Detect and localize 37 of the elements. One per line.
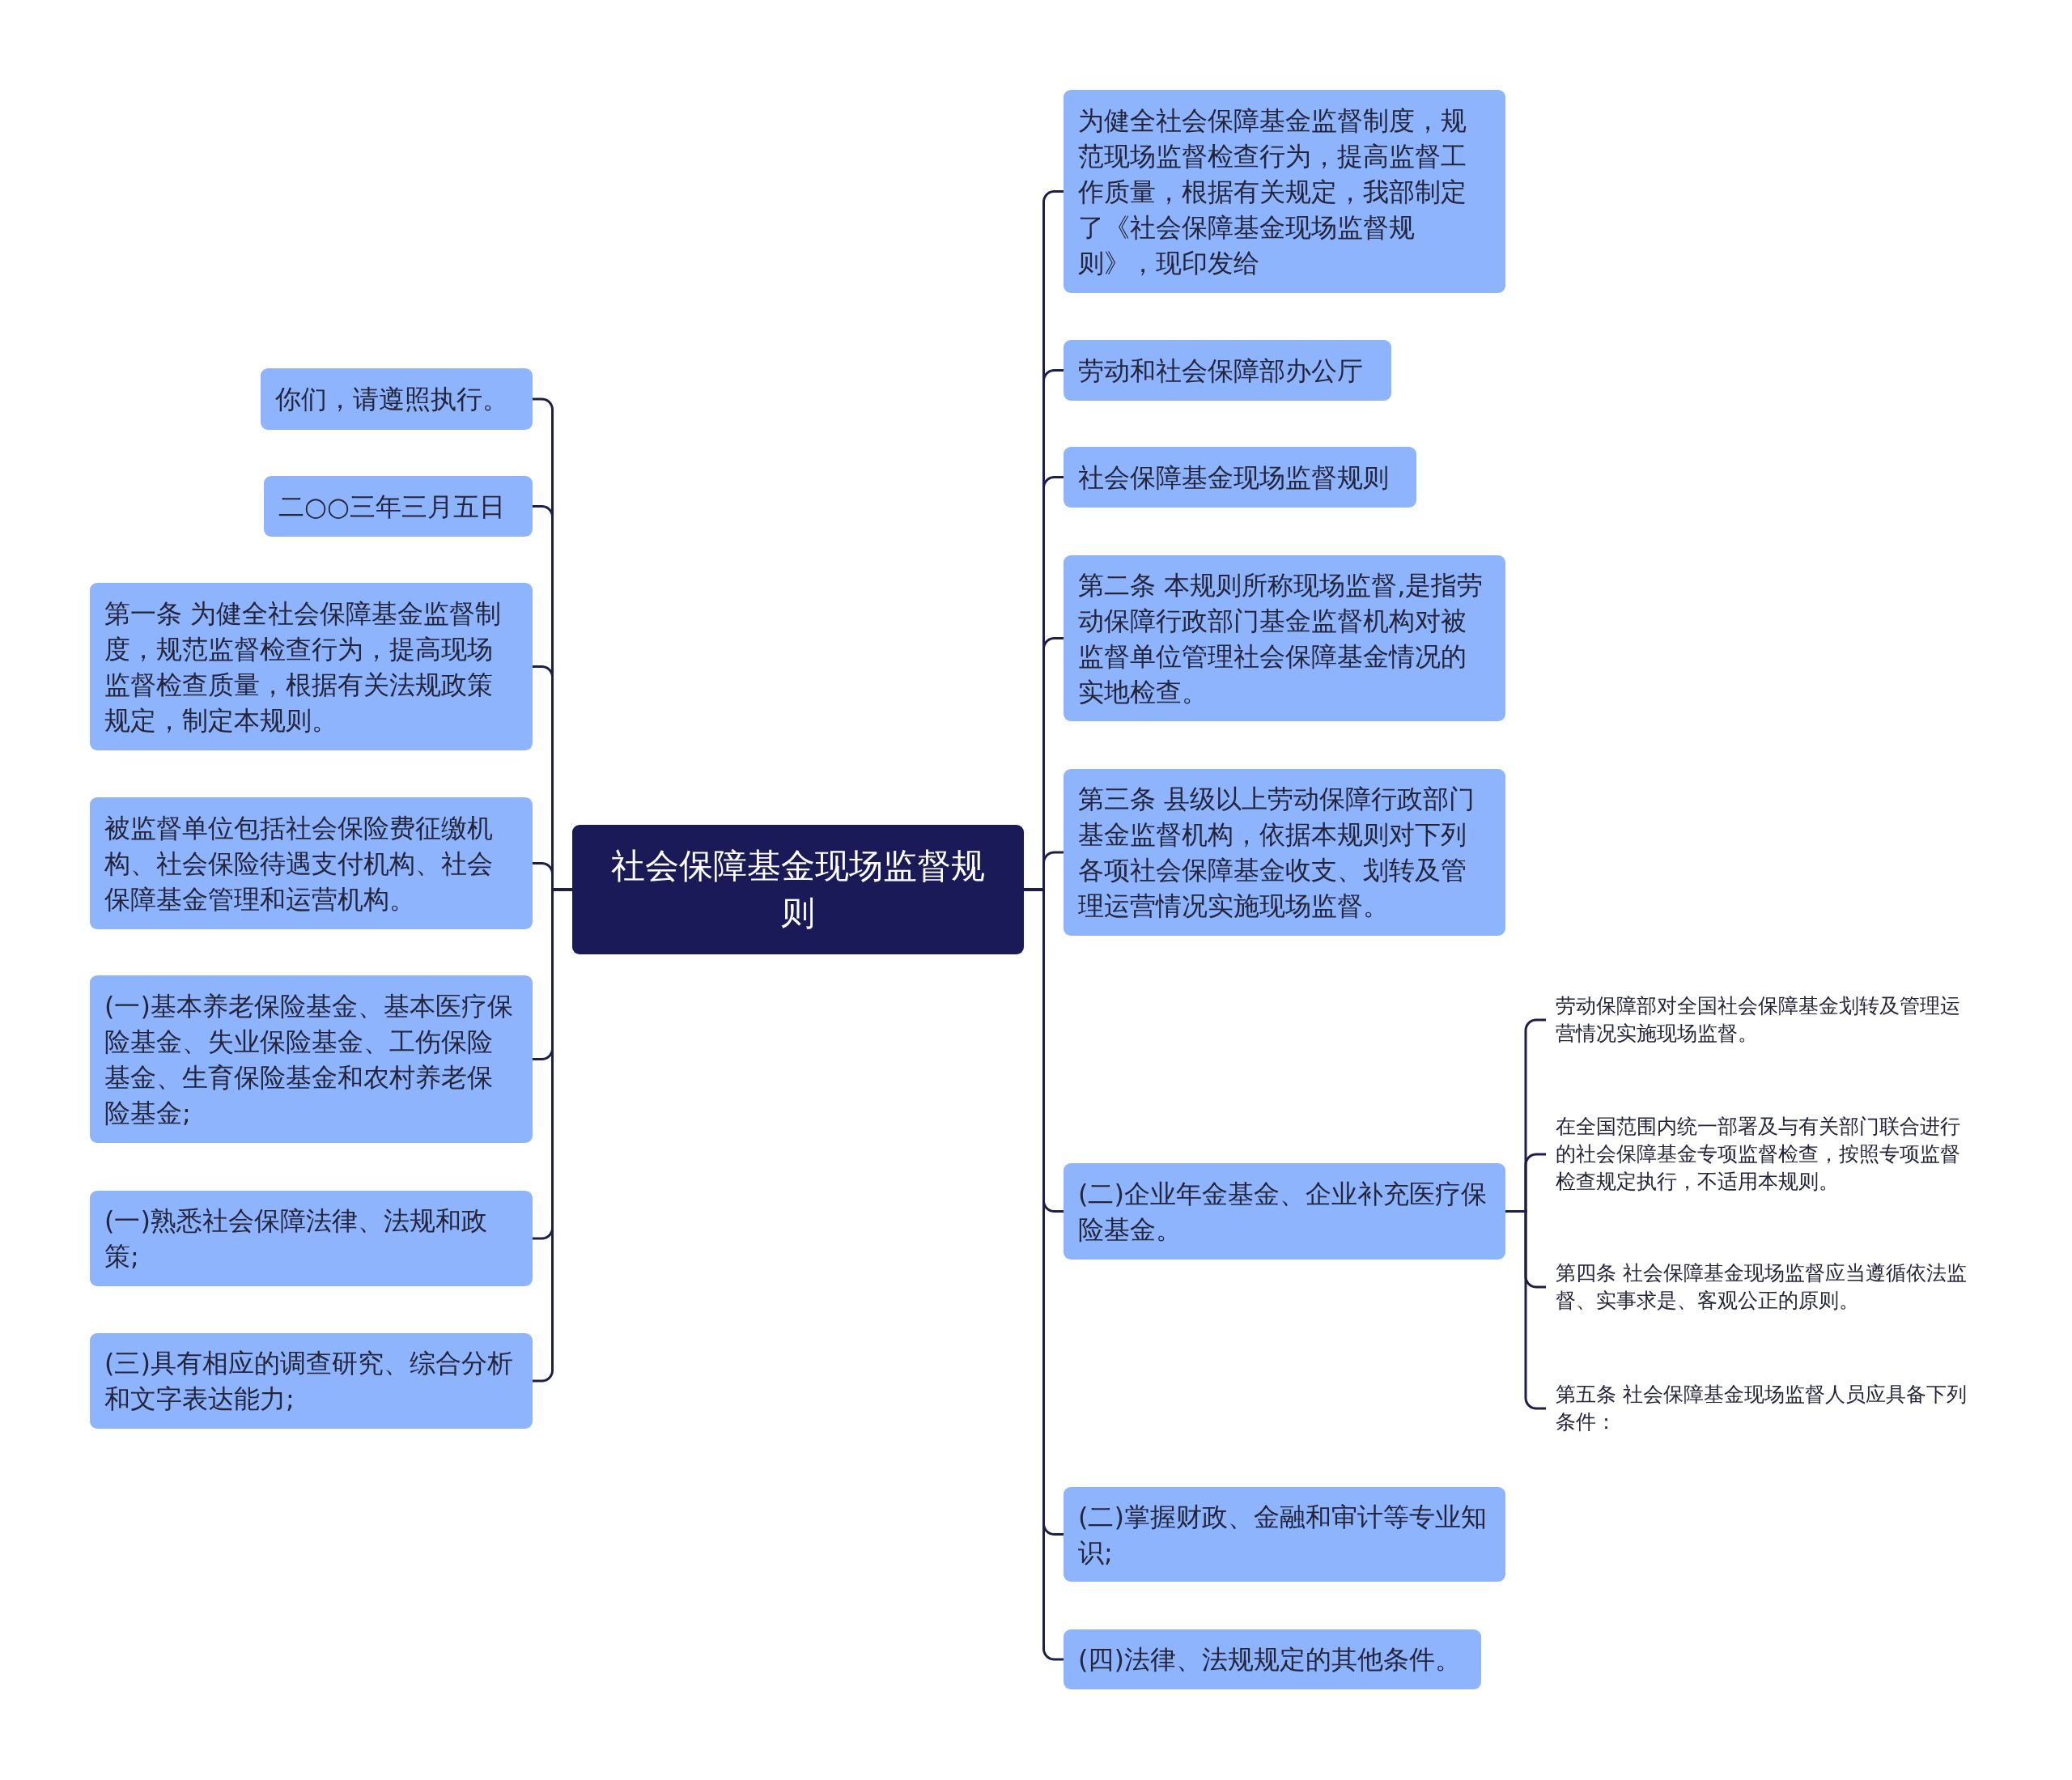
topic-box	[90, 1333, 533, 1429]
topic-box	[1064, 340, 1391, 401]
topic-text: (四)法律、法规规定的其他条件。	[1078, 1643, 1462, 1676]
subtopic-text: 在全国范围内统一部署及与有关部门联合进行的社会保障基金专项监督检查，按照专项监督检查规定执行，不适用本规则。	[1546, 1113, 1978, 1196]
topic-box	[90, 975, 533, 1143]
topic-box	[261, 368, 533, 430]
central-topic-text: 社会保障基金现场监督规则	[610, 845, 986, 934]
subtopic-text: 第五条 社会保障基金现场监督人员应具备下列条件：	[1546, 1381, 1978, 1436]
topic-box	[1064, 1629, 1481, 1689]
topic-text: (一)基本养老保险基金、基本医疗保险基金、失业保险基金、工伤保险基金、生育保险基金和农村养老保险基金;	[104, 989, 514, 1130]
topic-text: 为健全社会保障基金监督制度，规范现场监督检查行为，提高监督工作质量，根据有关规定，我部制定了《社会保障基金现场监督规则》，现印发给	[1078, 104, 1467, 280]
topic-text: (三)具有相应的调查研究、综合分析和文字表达能力;	[104, 1347, 514, 1416]
subtopic-text: 劳动保障部对全国社会保障基金划转及管理运营情况实施现场监督。	[1546, 992, 1978, 1047]
topic-box	[264, 476, 533, 537]
topic-text: 第二条 本规则所称现场监督,是指劳动保障行政部门基金监督机构对被监督单位管理社会保障基金情况的实地检查。	[1078, 568, 1484, 709]
topic-text: 第三条 县级以上劳动保障行政部门基金监督机构，依据本规则对下列各项社会保障基金收支、划转及管理运营情况实施现场监督。	[1078, 783, 1476, 923]
topic-box	[1064, 1163, 1505, 1260]
topic-box	[1064, 769, 1505, 936]
subtopic-text: 第四条 社会保障基金现场监督应当遵循依法监督、实事求是、客观公正的原则。	[1546, 1260, 1978, 1315]
topic-text: 劳动和社会保障部办公厅	[1078, 354, 1364, 388]
topic-box	[1064, 447, 1416, 508]
topic-box	[1064, 90, 1505, 293]
topic-text: (二)企业年金基金、企业补充医疗保险基金。	[1078, 1177, 1488, 1247]
topic-box	[90, 583, 533, 750]
topic-text: 被监督单位包括社会保险费征缴机构、社会保险待遇支付机构、社会保障基金管理和运营机构。	[104, 811, 494, 916]
topic-text: 社会保障基金现场监督规则	[1078, 461, 1390, 495]
topic-box	[90, 797, 533, 929]
connector-line	[1505, 1210, 1546, 1410]
topic-box	[1064, 555, 1505, 721]
topic-text: (一)熟悉社会保障法律、法规和政策;	[104, 1204, 488, 1273]
topic-text: (二)掌握财政、金融和审计等专业知识;	[1078, 1500, 1488, 1570]
topic-box	[90, 1191, 533, 1286]
topic-text: 你们，请遵照执行。	[275, 383, 509, 416]
topic-text: 二○○三年三月五日	[278, 490, 506, 524]
topic-box	[1064, 1487, 1505, 1582]
topic-text: 第一条 为健全社会保障基金监督制度，规范监督检查行为，提高现场监督检查质量，根据有关法规政策规定，制定本规则。	[104, 597, 503, 737]
central-topic-box	[572, 825, 1024, 954]
